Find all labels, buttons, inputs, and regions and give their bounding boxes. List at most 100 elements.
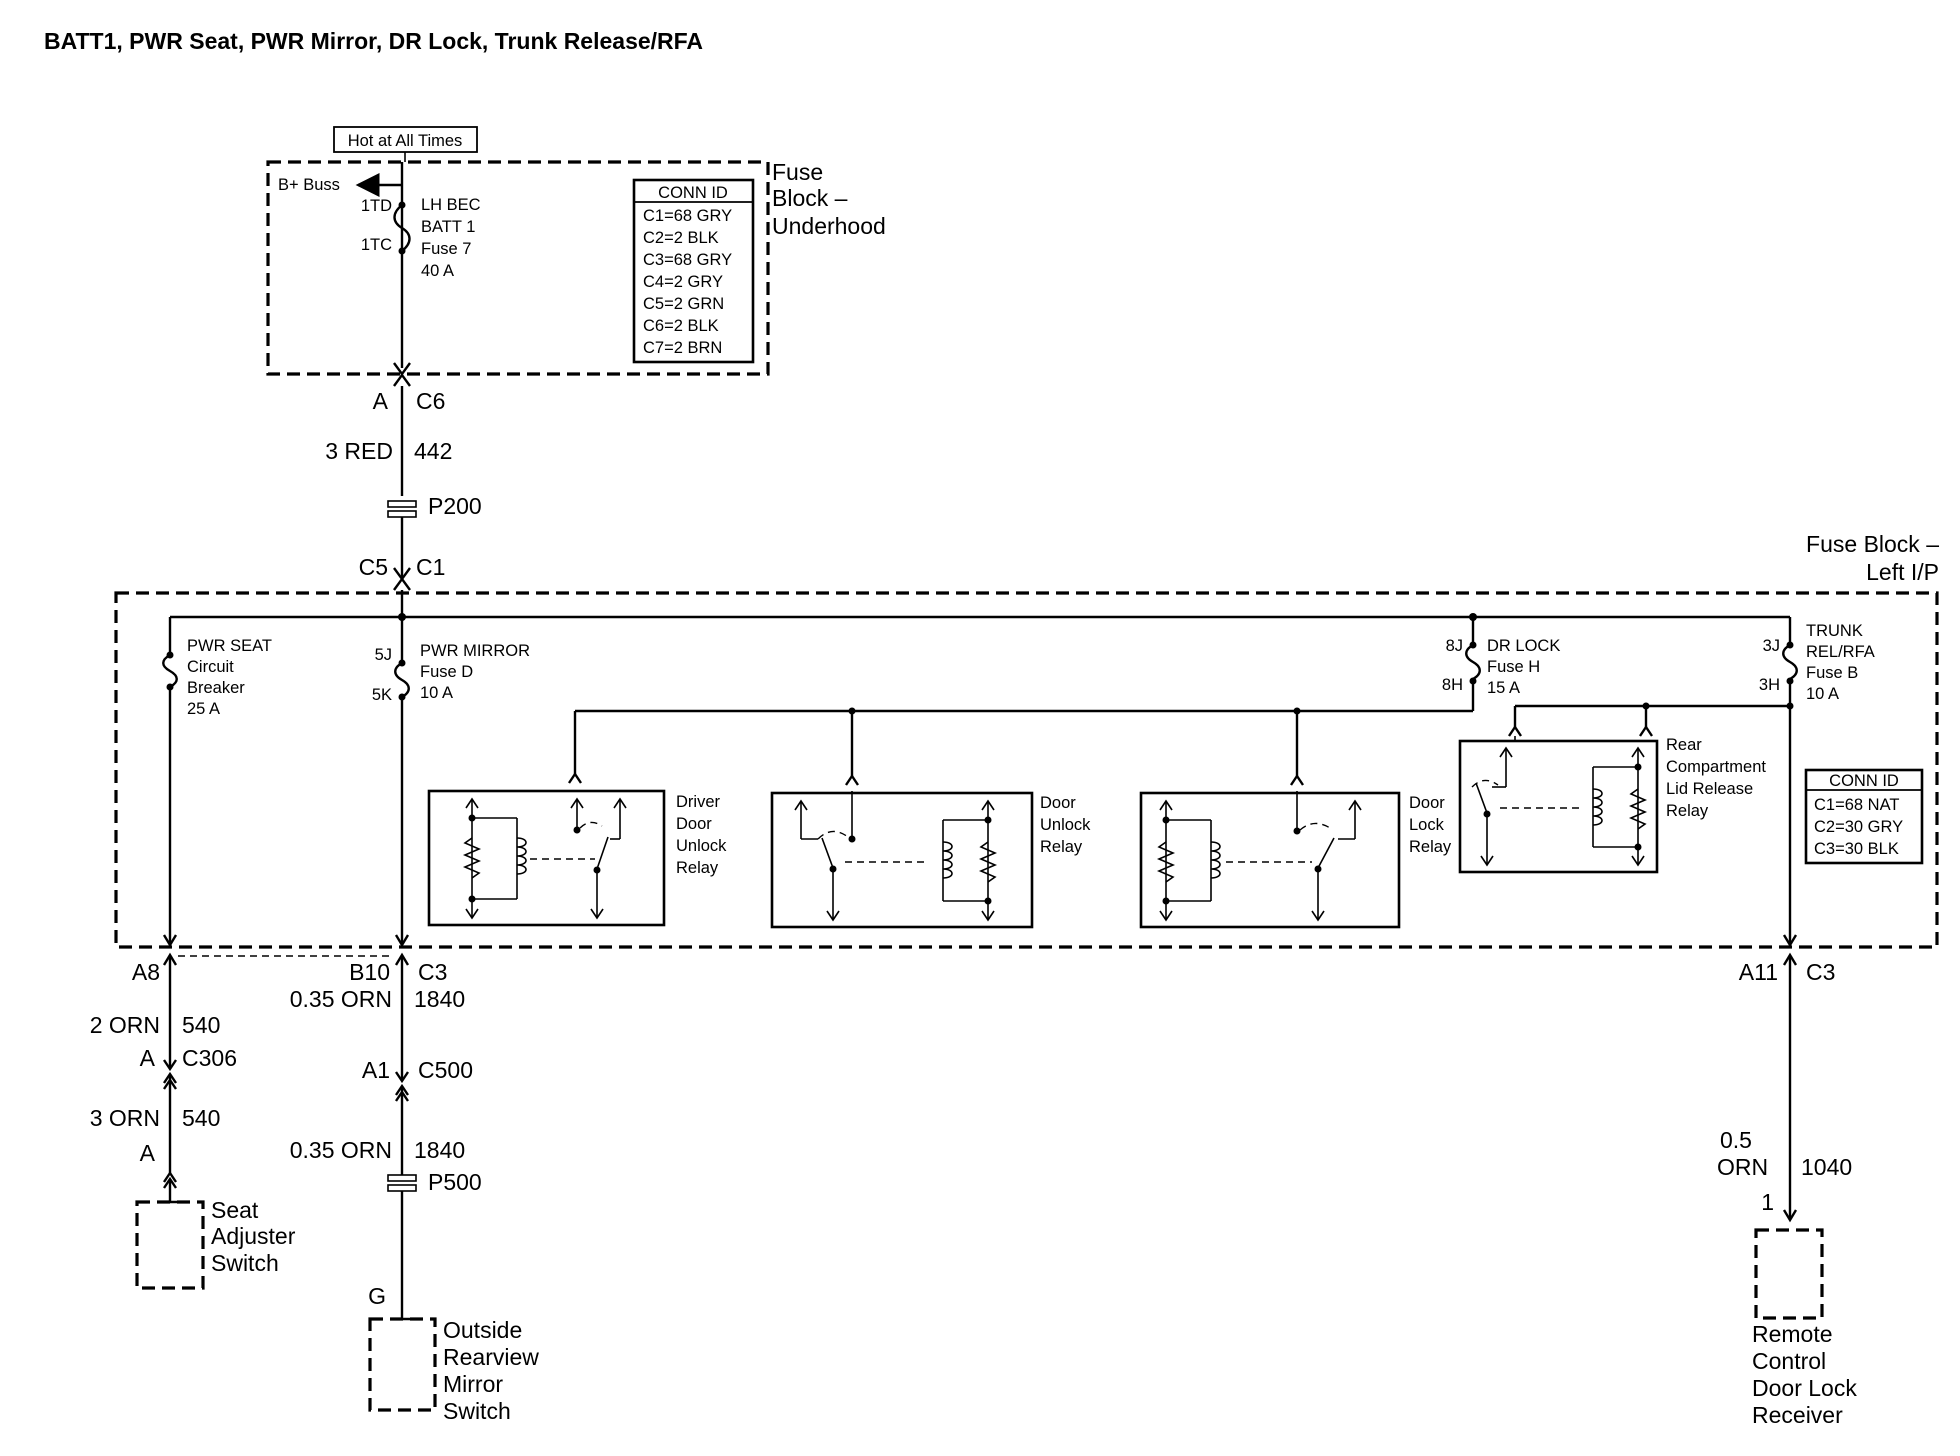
pwr-mirror-desc-2: Fuse D [420, 663, 473, 681]
mirror-wire2-gauge: 0.35 ORN [290, 1137, 392, 1163]
dr-lock-pin-top: 8J [1446, 637, 1463, 655]
rfa-device-2: Control [1752, 1348, 1826, 1374]
pwr-mirror-fuse-symbol [394, 661, 410, 699]
rfa-wire-gauge-2: ORN [1717, 1154, 1768, 1180]
feed-wire-gauge: 3 RED [325, 438, 393, 464]
mirror-device-1: Outside [443, 1317, 522, 1343]
ip-conn-2: C2=30 GRY [1814, 818, 1903, 836]
seat-device-2: Adjuster [211, 1223, 296, 1249]
underhood-conn-5: C5=2 GRN [643, 295, 724, 313]
seat-device-1: Seat [211, 1197, 259, 1223]
fuse-7-desc-2: BATT 1 [421, 218, 475, 236]
feed-conn-right: C6 [416, 388, 445, 414]
ip-conn-id-table [1804, 768, 1924, 865]
underhood-conn-4: C4=2 GRY [643, 273, 723, 291]
ip-block-name-1: Fuse Block – [1806, 531, 1939, 557]
relay4-label-4: Relay [1666, 802, 1709, 820]
relay4-label-1: Rear [1666, 736, 1702, 754]
relay2-coil [942, 841, 953, 879]
relay3-label-2: Lock [1409, 816, 1445, 834]
rfa-conn: C3 [1806, 959, 1835, 985]
mirror-wire1-circuit: 1840 [414, 986, 465, 1012]
underhood-conn-id-header: CONN ID [658, 184, 728, 202]
trunk-pin-top: 3J [1763, 637, 1780, 655]
underhood-fuse-block: Hot at All Times B+ Buss 1TD 1TC LH BEC … [266, 126, 886, 376]
driver-door-unlock-relay [427, 789, 666, 927]
underhood-block-name-3: Underhood [772, 213, 886, 239]
relay1-label-3: Unlock [676, 837, 727, 855]
b-plus-buss-label: B+ Buss [278, 176, 340, 194]
mirror-branch: B10 C3 0.35 ORN 1840 A1 C500 0.35 ORN 18… [290, 952, 539, 1424]
underhood-conn-1: C1=68 GRY [643, 207, 732, 225]
ip-block-name-2: Left I/P [1866, 559, 1939, 585]
fuse-7-pin-top: 1TD [361, 197, 392, 215]
fuse-7-symbol [393, 204, 411, 252]
rfa-receiver-box [1754, 1228, 1824, 1320]
trunk-pin-bottom: 3H [1759, 676, 1780, 694]
mirror-pin: B10 [349, 959, 390, 985]
underhood-conn-2: C2=2 BLK [643, 229, 719, 247]
feed-conn2-right: C1 [416, 554, 445, 580]
pwr-mirror-pin-top: 5J [375, 646, 392, 664]
splice-p500-label: P500 [428, 1169, 482, 1195]
feed-wire-circuit: 442 [414, 438, 452, 464]
relay4-label-3: Lid Release [1666, 780, 1753, 798]
mirror-device-3: Mirror [443, 1371, 503, 1397]
seat-pin: A8 [132, 959, 160, 985]
rear-compartment-lid-release-relay [1458, 736, 1659, 874]
seat-conn-a: A [140, 1045, 156, 1071]
rfa-device-3: Door Lock [1752, 1375, 1857, 1401]
underhood-conn-3: C3=68 GRY [643, 251, 732, 269]
pwr-mirror-desc-1: PWR MIRROR [420, 642, 530, 660]
relay2-label-2: Unlock [1040, 816, 1091, 834]
relay3-label-1: Door [1409, 794, 1445, 812]
trunk-desc-2: REL/RFA [1806, 643, 1875, 661]
underhood-block-outline [266, 160, 770, 376]
ip-conn-id-header: CONN ID [1829, 772, 1899, 790]
underhood-conn-id-table [632, 178, 755, 364]
mirror-switch-box [368, 1317, 437, 1412]
relay4-coil [1592, 788, 1603, 826]
pwr-mirror-desc-3: 10 A [420, 684, 453, 702]
relay1-resistor [462, 837, 482, 879]
trunk-desc-4: 10 A [1806, 685, 1839, 703]
ip-fuse-block: Fuse Block – Left I/P PWR SEAT Circuit B… [114, 531, 1939, 949]
trunk-desc-3: Fuse B [1806, 664, 1858, 682]
ip-conn-3: C3=30 BLK [1814, 840, 1899, 858]
pwr-mirror-pin-bottom: 5K [372, 686, 392, 704]
feed-conn2-left: C5 [359, 554, 388, 580]
seat-conn-name: C306 [182, 1045, 237, 1071]
mirror-wire2-circuit: 1840 [414, 1137, 465, 1163]
pwr-seat-breaker-symbol [162, 653, 178, 689]
pwr-seat-desc-3: Breaker [187, 679, 245, 697]
rfa-pin: A11 [1739, 959, 1778, 985]
relay1-label-2: Door [676, 815, 712, 833]
underhood-block-name-2: Block – [772, 185, 848, 211]
relay2-resistor [978, 841, 998, 883]
mirror-device-4: Switch [443, 1398, 511, 1424]
door-lock-relay [1139, 791, 1401, 929]
mirror-conn-name: C500 [418, 1057, 473, 1083]
relay3-resistor [1156, 841, 1176, 883]
mirror-conn: C3 [418, 959, 447, 985]
seat-wire1-gauge: 2 ORN [90, 1012, 160, 1038]
seat-device-3: Switch [211, 1250, 279, 1276]
dr-lock-fuse-symbol [1465, 643, 1481, 681]
trunk-fuse-symbol [1782, 643, 1798, 681]
dr-lock-desc-1: DR LOCK [1487, 637, 1560, 655]
hot-at-all-times-label: Hot at All Times [348, 132, 463, 150]
relay1-coil [516, 837, 527, 875]
feed-conn-left: A [373, 388, 389, 414]
diagram-title: BATT1, PWR Seat, PWR Mirror, DR Lock, Tr… [44, 28, 703, 54]
relay3-label-3: Relay [1409, 838, 1452, 856]
pwr-seat-desc-1: PWR SEAT [187, 637, 272, 655]
dr-lock-pin-bottom: 8H [1442, 676, 1463, 694]
feed-circuit: A C6 3 RED 442 P200 C5 C1 [325, 362, 482, 591]
seat-wire2-circuit: 540 [182, 1105, 220, 1131]
mirror-wire1-gauge: 0.35 ORN [290, 986, 392, 1012]
mirror-device-2: Rearview [443, 1344, 539, 1370]
fuse-7-pin-bottom: 1TC [361, 236, 392, 254]
fuse-7-desc-3: Fuse 7 [421, 240, 471, 258]
seat-wire1-circuit: 540 [182, 1012, 220, 1038]
